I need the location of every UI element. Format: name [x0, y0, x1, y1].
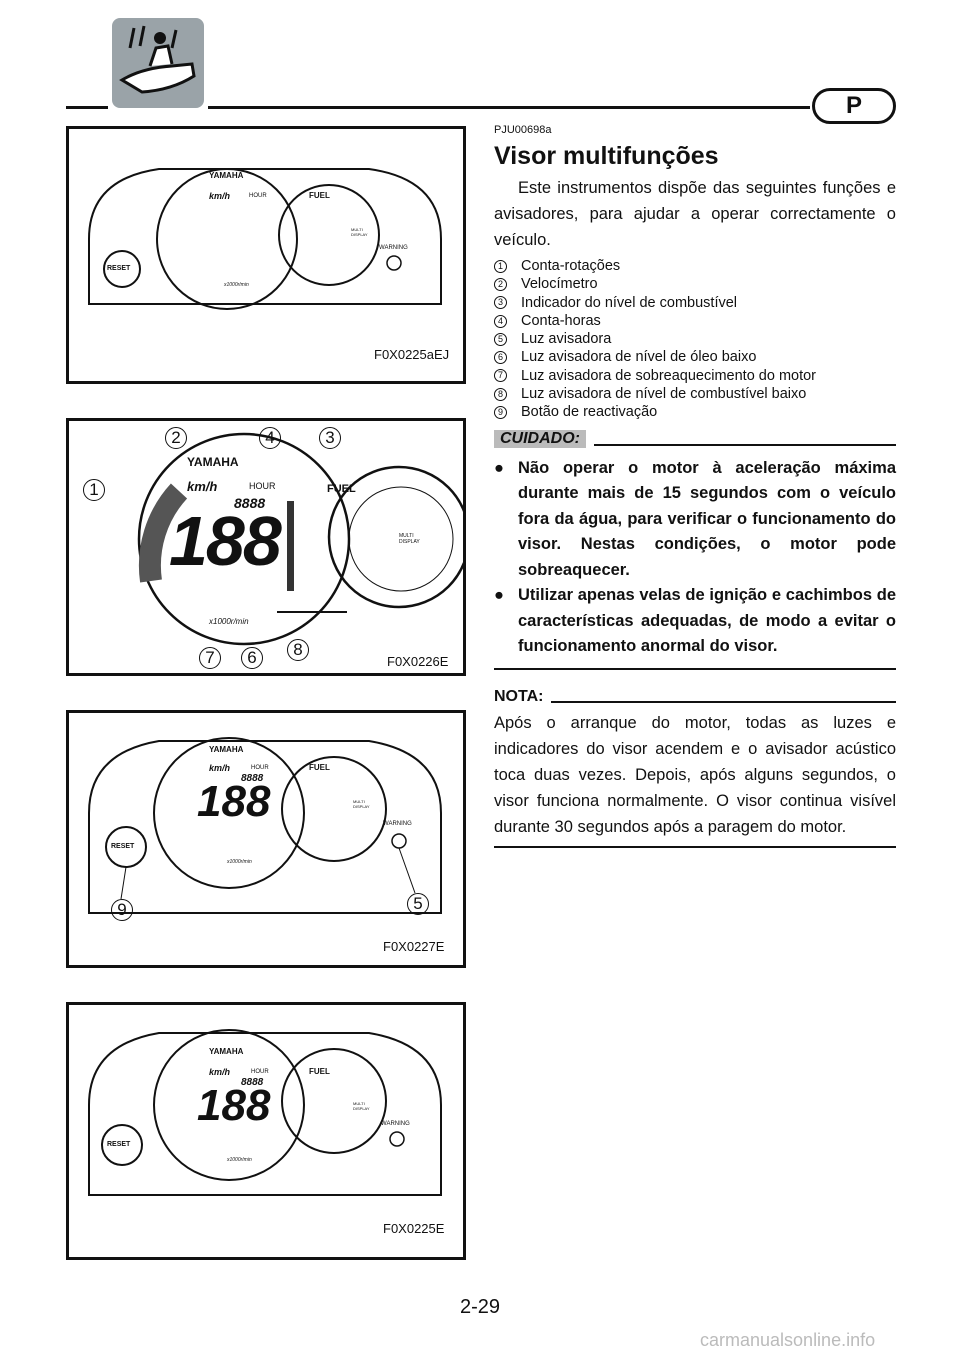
speed-unit: km/h [209, 1067, 231, 1077]
section-letter: P [845, 92, 862, 119]
fuel-label: FUEL [309, 191, 330, 200]
section-title: Visor multifunções [494, 142, 719, 170]
multi-display-label: MULTI DISPLAY [399, 533, 420, 545]
rpm-unit: x1000r/min [227, 1157, 252, 1163]
speed-unit: km/h [209, 191, 231, 201]
callout-4: 4 [259, 427, 281, 449]
section-badge: P [812, 88, 896, 124]
figure-code: F0X0225aEJ [374, 347, 450, 362]
fuel-label: FUEL [327, 483, 356, 495]
callout-5: 5 [407, 893, 429, 915]
warning-label: WARNING [379, 245, 408, 251]
note-text: Após o arranque do motor, todas as luzes… [494, 713, 896, 836]
warning-label: WARNING [383, 821, 412, 827]
callout-3: 3 [319, 427, 341, 449]
multi-display-label: MULTI DISPLAY [353, 1101, 370, 1111]
rpm-unit: x1000r/min [224, 282, 249, 288]
speed-unit: km/h [209, 763, 231, 773]
multi-display-label: MULTI DISPLAY [351, 227, 368, 237]
intro-text: Este instrumentos dispõe das seguintes f… [494, 179, 896, 249]
caution-rule [494, 667, 896, 670]
hour-meter: 8888 [234, 495, 266, 511]
caution-label: CUIDADO: [494, 429, 586, 448]
hour-label: HOUR [249, 481, 276, 491]
brand-label: YAMAHA [187, 455, 239, 469]
figure-code: F0X0225E [383, 1221, 445, 1236]
reset-label: RESET [111, 843, 135, 850]
header-rule-right [208, 106, 810, 109]
figure-code: F0X0227E [383, 939, 445, 954]
caution-item: ●Utilizar apenas velas de ignição e cach… [494, 586, 896, 656]
intro-paragraph: Este instrumentos dispõe das seguintes f… [494, 175, 896, 253]
hour-label: HOUR [251, 1069, 269, 1075]
brand-label: YAMAHA [209, 171, 244, 180]
callout-9: 9 [111, 899, 133, 921]
section-code: PJU00698a [494, 124, 552, 136]
speed-digits: 188 [197, 1081, 271, 1130]
rpm-unit: x1000r/min [227, 859, 252, 865]
figure-dashboard-4: YAMAHA km/h HOUR 8888 188 FUEL MULTI DIS… [66, 1002, 466, 1260]
caution-item: ●Não operar o motor à aceleração máxima … [494, 458, 896, 579]
multi-display-label: MULTI DISPLAY [353, 799, 370, 809]
callout-8: 8 [287, 639, 309, 661]
note-header: NOTA: [494, 688, 896, 706]
fuel-label: FUEL [309, 1067, 330, 1076]
callout-2: 2 [165, 427, 187, 449]
reset-label: RESET [107, 1141, 131, 1148]
hour-label: HOUR [251, 765, 269, 771]
header-icon-box [112, 18, 204, 108]
text-column: PJU00698a Visor multifunções Este instru… [494, 124, 896, 848]
figure-dashboard-2: YAMAHA km/h HOUR 8888 188 FUEL MULTI DIS… [66, 418, 466, 676]
caution-header: CUIDADO: [494, 429, 896, 448]
watercraft-icon [119, 25, 196, 94]
callout-7: 7 [199, 647, 221, 669]
header-rule-left [66, 106, 108, 109]
page-number: 2-29 [459, 1296, 501, 1318]
hour-label: HOUR [249, 193, 267, 199]
caution-block: ●Não operar o motor à aceleração máxima … [494, 456, 896, 660]
rpm-unit: x1000r/min [209, 617, 249, 626]
figure-dashboard-1: YAMAHA km/h HOUR FUEL MULTI DISPLAY WARN… [66, 126, 466, 384]
fuel-label: FUEL [309, 763, 330, 772]
warning-label: WARNING [381, 1121, 410, 1127]
hour-meter: 8888 [241, 1077, 264, 1088]
hour-meter: 8888 [241, 773, 264, 784]
callout-6: 6 [241, 647, 263, 669]
speed-digits: 188 [169, 502, 282, 580]
watermark: carmanualsonline.info [700, 1330, 876, 1350]
reset-label: RESET [107, 265, 131, 272]
brand-label: YAMAHA [209, 745, 244, 754]
figure-code: F0X0226E [387, 654, 449, 669]
speed-digits: 188 [197, 777, 271, 826]
note-label: NOTA: [494, 687, 544, 705]
figure-dashboard-3: YAMAHA km/h HOUR 8888 188 FUEL MULTI DIS… [66, 710, 466, 968]
note-rule [494, 845, 896, 848]
speed-unit: km/h [187, 479, 218, 494]
callout-1: 1 [83, 479, 105, 501]
brand-label: YAMAHA [209, 1047, 244, 1056]
